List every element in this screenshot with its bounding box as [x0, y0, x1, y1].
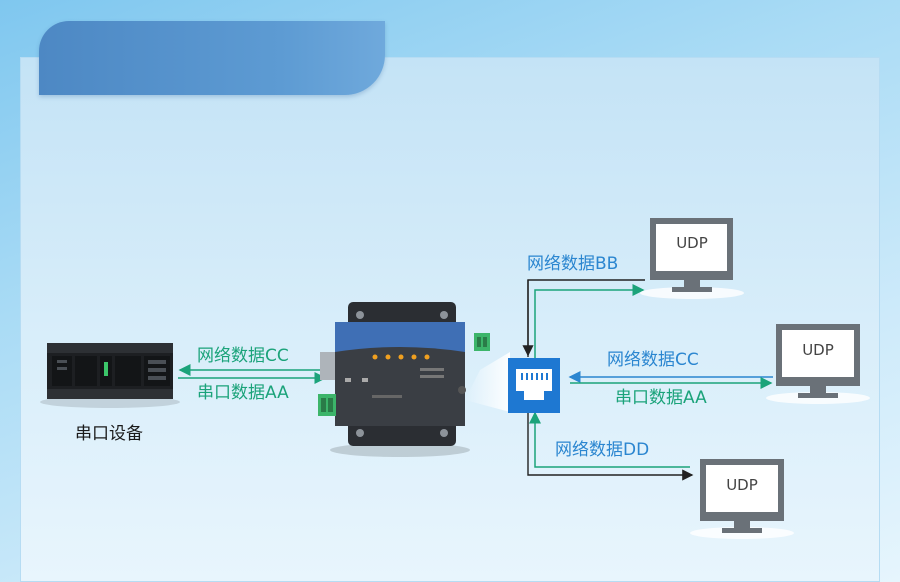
- right-network-bb-label: 网络数据BB: [527, 254, 619, 274]
- udp-monitor-1-text: UDP: [676, 234, 708, 252]
- right-serial-aa-label: 串口数据AA: [615, 388, 707, 408]
- udp-monitor-2-text: UDP: [802, 341, 834, 359]
- line-to-dd-black: [527, 413, 690, 476]
- right-network-cc-label: 网络数据CC: [607, 350, 699, 370]
- udp-monitor-3-text: UDP: [726, 476, 758, 494]
- left-network-cc-label: 网络数据CC: [197, 346, 289, 366]
- left-serial-aa-label: 串口数据AA: [197, 383, 289, 403]
- header-tab: [39, 21, 385, 95]
- light-beam: [465, 352, 510, 412]
- right-network-dd-label: 网络数据DD: [555, 440, 650, 460]
- line-to-bb-green: [534, 284, 645, 360]
- line-to-dd-green: [529, 411, 690, 468]
- serial-device-label: 串口设备: [75, 424, 143, 444]
